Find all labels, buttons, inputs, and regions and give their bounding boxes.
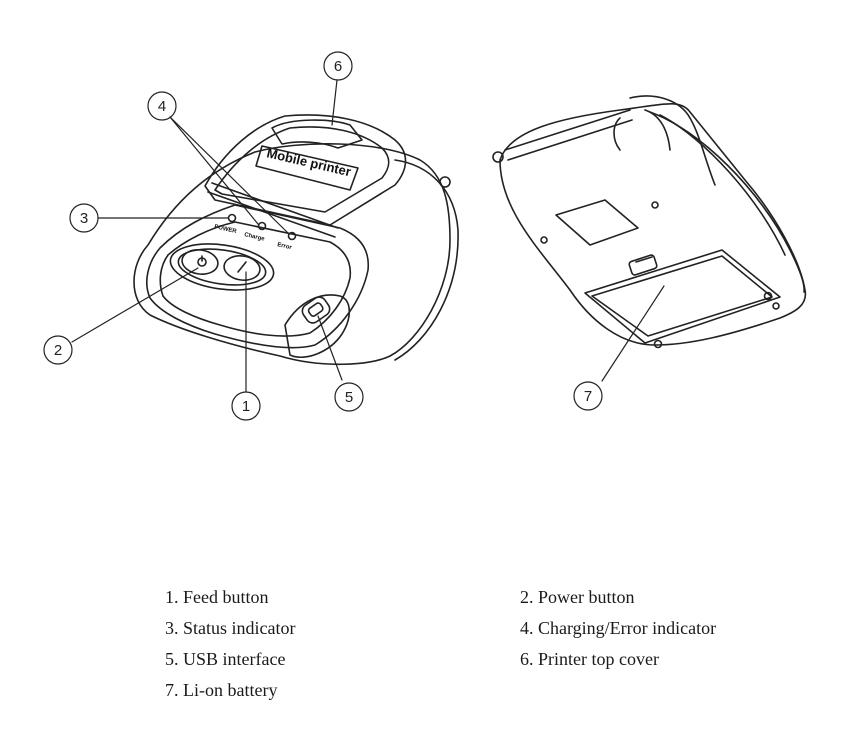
callout-circle-5 xyxy=(334,382,364,412)
indicator-label-charge: Charge xyxy=(244,232,266,243)
callout-circle-2 xyxy=(43,335,73,365)
leader-line-5 xyxy=(317,315,343,381)
indicator-label-error: Error xyxy=(277,242,293,251)
callout-number-2: 2 xyxy=(54,342,62,359)
leader-line-4b xyxy=(169,116,290,235)
callout-circle-3 xyxy=(69,203,99,233)
callout-number-1: 1 xyxy=(242,398,250,415)
callout-number-5: 5 xyxy=(345,389,353,406)
legend-item-battery: 7. Li-on battery xyxy=(165,680,278,700)
indicator-label-power: POWER xyxy=(214,224,238,235)
legend-item-charging-error-indicator: 4. Charging/Error indicator xyxy=(520,618,717,638)
legend-item-printer-top-cover: 6. Printer top cover xyxy=(520,649,659,669)
legend-left-column: 1. Feed button 3. Status indicator 5. US… xyxy=(165,582,295,706)
printer-diagram: Mobile printer POWER Charge Error 1 2 3 … xyxy=(43,51,807,421)
legend-item-status-indicator: 3. Status indicator xyxy=(165,618,296,638)
printer-back-view xyxy=(492,95,807,349)
leader-line-6 xyxy=(331,79,338,126)
legend-item-feed-button: 1. Feed button xyxy=(165,587,269,607)
callout-circle-4 xyxy=(147,91,177,121)
legend-item-power-button: 2. Power button xyxy=(520,587,635,607)
callout-number-7: 7 xyxy=(584,388,592,405)
callout-circle-1 xyxy=(231,391,261,421)
legend-right-column: 2. Power button 4. Charging/Error indica… xyxy=(520,582,716,675)
leader-line-7 xyxy=(601,285,665,382)
legend-item-usb-interface: 5. USB interface xyxy=(165,649,286,669)
leader-line-4a xyxy=(169,116,259,225)
callout-circle-6 xyxy=(323,51,353,81)
printer-front-view xyxy=(133,114,459,366)
callout-number-6: 6 xyxy=(334,58,342,75)
top-cover-label: Mobile printer xyxy=(265,145,352,179)
callout-number-3: 3 xyxy=(80,210,88,227)
callout-circle-7 xyxy=(573,381,603,411)
leader-line-2 xyxy=(71,267,199,343)
callout-number-4: 4 xyxy=(158,98,166,115)
